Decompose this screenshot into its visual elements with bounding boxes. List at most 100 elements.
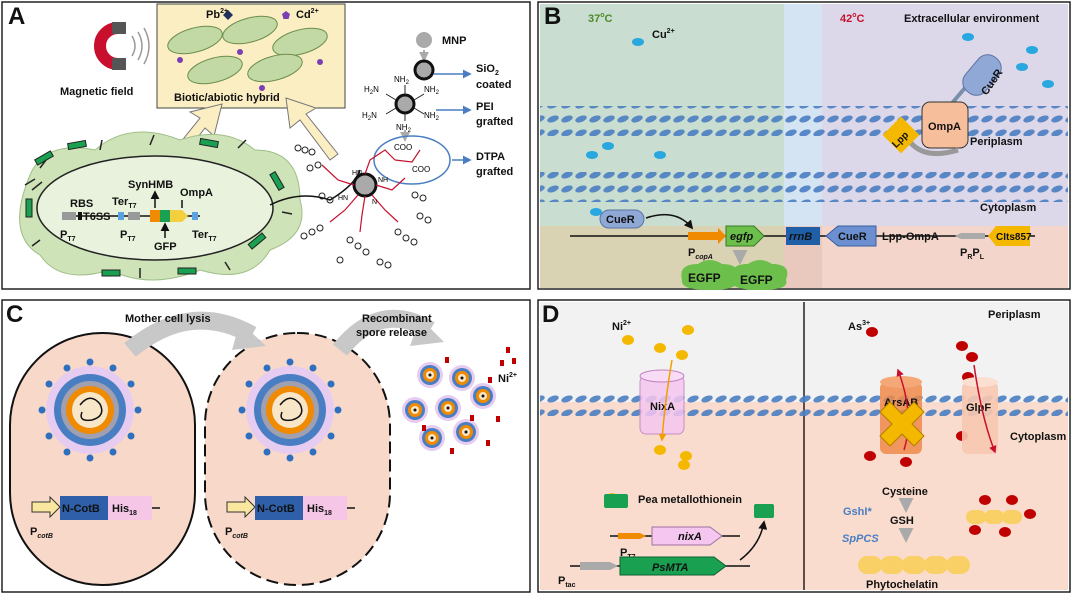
- d-periplasm-label: Periplasm: [988, 309, 1041, 321]
- pei-arms: [385, 85, 425, 121]
- sppcs-label: SpPCS: [842, 533, 879, 545]
- pcotb-label-2: PcotB: [225, 526, 248, 540]
- d-right-periplasm: [804, 302, 1068, 402]
- rbs-site: [78, 212, 82, 220]
- panel-d-letter: D: [542, 301, 559, 328]
- prpl-label: PRPL: [960, 247, 985, 261]
- pei-nh2-right2: NH2: [424, 111, 440, 122]
- cuer-regulator: [599, 209, 645, 229]
- pei-nh2-top: NH2: [394, 75, 410, 86]
- cd-ion-label: Cd2+: [296, 8, 319, 21]
- dtpa-grafted-label: grafted: [476, 166, 513, 178]
- hybrid-cells: [167, 10, 328, 91]
- ncotb-label-2: N-CotB: [257, 503, 295, 515]
- lpp-protein: [882, 116, 920, 154]
- b-cytoplasm-label: Cytoplasm: [980, 202, 1036, 214]
- pei-label: PEI: [476, 101, 494, 113]
- pei-h2n-left: H2N: [364, 85, 379, 96]
- temp-42c-label: 42oC: [840, 12, 865, 25]
- sio2-coated-label: coated: [476, 79, 511, 91]
- spore-1: [46, 366, 134, 454]
- dtpa-hn-top: HN: [352, 170, 362, 177]
- nixa-gene: [651, 526, 723, 546]
- his18-label-1: His18: [112, 503, 137, 517]
- dtpa-n-right: N: [372, 199, 377, 206]
- rrnb-terminator: [786, 227, 820, 245]
- dtpa-label: DTPA: [476, 151, 505, 163]
- ter-t7-box-2: [192, 212, 198, 220]
- his18-label-2: His18: [307, 503, 332, 517]
- phytochelatin-label: Phytochelatin: [866, 579, 938, 591]
- egfp-label-1: EGFP: [688, 271, 721, 285]
- lpp-linker: [908, 140, 959, 157]
- pt7-promoter-d: [618, 533, 646, 539]
- b-periplasm-label: Periplasm: [970, 136, 1023, 148]
- panel-a: A Magnetic field Pb2+ Cd2+ Biotic/abioti…: [1, 1, 531, 290]
- lpp-ompa-gene-label: Lpp-OmpA: [882, 231, 939, 243]
- up-arrow-right: [285, 97, 339, 161]
- cuer-gene-label: CueR: [838, 231, 867, 243]
- clts857-label: CIts857: [996, 232, 1032, 243]
- clts857-gene: [988, 226, 1030, 246]
- dtpa-chains: [321, 149, 421, 233]
- panel-d: D NixA Ni2+ Pea metallothionein nixA PT7…: [537, 299, 1071, 593]
- egfp-cloud-1: [681, 260, 738, 290]
- dtpa-coo-1: COO: [394, 143, 412, 152]
- dtpa-coo-2: COO: [412, 165, 430, 174]
- spore-2: [246, 366, 334, 454]
- panel-c-letter: C: [6, 301, 23, 328]
- ompa-label-b: OmpA: [928, 121, 961, 133]
- panel-c: C: [1, 299, 531, 593]
- pcopa-promoter: [688, 228, 726, 244]
- pei-h2n-left2: H2N: [362, 111, 377, 122]
- pei-nh2-right: NH2: [424, 85, 440, 96]
- released-spores: [402, 362, 496, 451]
- mnp-particle: [416, 32, 432, 48]
- ncotb-label-1: N-CotB: [62, 503, 100, 515]
- ptac-promoter: [580, 562, 618, 570]
- ompa-protein: [921, 101, 969, 149]
- pt7-promoter-2: [128, 212, 140, 220]
- pcotb-promoter-1: [31, 495, 61, 519]
- pt7-label-1: PT7: [60, 229, 76, 243]
- dtpa-particle: [352, 172, 378, 198]
- prpl-promoter: [955, 233, 985, 239]
- b-outer-membrane: [540, 106, 1068, 136]
- extracellular-label: Extracellular environment: [904, 13, 1039, 25]
- cu-ion-label: Cu2+: [652, 28, 675, 41]
- gfp-label: GFP: [154, 241, 177, 253]
- pb-ion-label: Pb2+: [206, 8, 228, 21]
- ptac-label: Ptac: [558, 575, 576, 589]
- arsab-knockout-icon: [879, 401, 925, 447]
- synhmb-block: [150, 210, 160, 222]
- panel-a-letter: A: [8, 3, 25, 30]
- ni-ions-c: [422, 347, 516, 454]
- ncotb-block-2: [255, 496, 303, 520]
- rbs-label: RBS: [70, 198, 93, 210]
- magnet-icon: [94, 22, 150, 70]
- magnetic-field-label: Magnetic field: [60, 86, 133, 98]
- cuer-regulator-label: CueR: [606, 214, 635, 226]
- d-cytoplasm-label: Cytoplasm: [1010, 431, 1066, 443]
- panel-b-letter: B: [544, 3, 561, 30]
- egfp-cloud-2: [731, 260, 788, 290]
- metallothionein-1: [604, 494, 628, 508]
- cuer-gene: [825, 225, 877, 247]
- pei-nh2-bottom: NH2: [396, 123, 412, 134]
- pea-metallothionein-label: Pea metallothionein: [638, 494, 742, 506]
- cuer-activation-arrow: [645, 213, 694, 230]
- phytochelatin-chain: [858, 556, 970, 574]
- rrnb-label: rrnB: [789, 231, 812, 243]
- b-inner-membrane: [540, 172, 1068, 202]
- egfp-label-2: EGFP: [740, 273, 773, 287]
- ompa-block: [170, 210, 188, 222]
- pei-particle: [394, 93, 416, 115]
- release-label-2: spore release: [356, 327, 427, 339]
- panel-b: B 37oC 42oC Extracellular environment Cu…: [537, 1, 1071, 290]
- psmta-gene: [619, 556, 727, 576]
- psmta-gene-label: PsMTA: [652, 562, 689, 574]
- glpf-label: GlpF: [966, 402, 991, 414]
- metallothionein-2: [754, 504, 774, 518]
- spore-surface-dots: [38, 358, 342, 462]
